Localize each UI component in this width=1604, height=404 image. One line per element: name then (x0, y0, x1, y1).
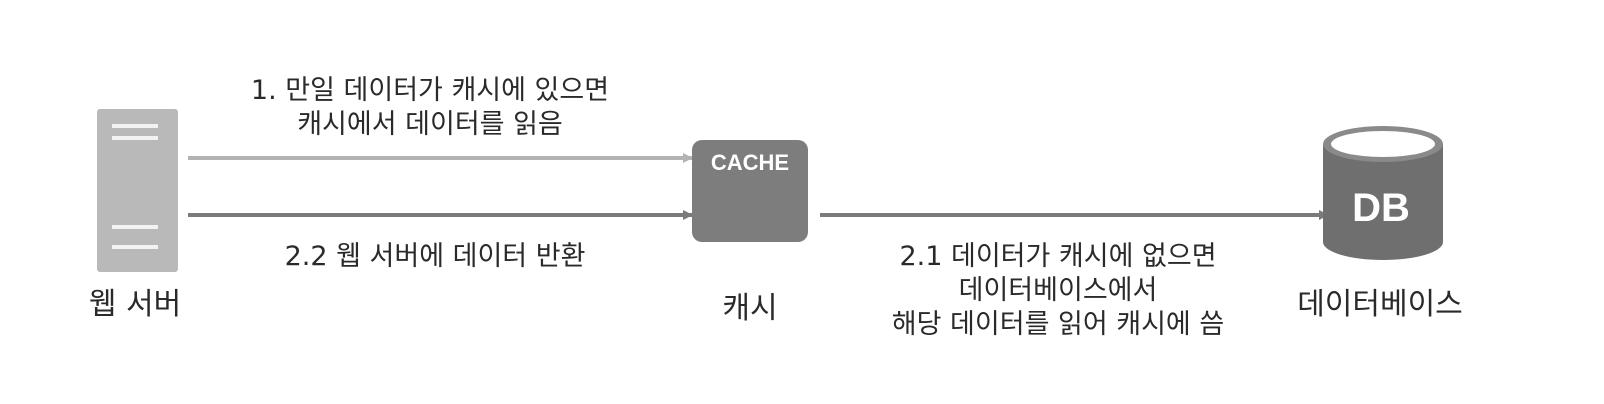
cache-box-text: CACHE (711, 150, 789, 175)
database-cylinder-icon: DB (1323, 126, 1443, 260)
db-to-cache-label-line: 데이터베이스에서 (958, 275, 1158, 306)
db-to-cache-label-line: 해당 데이터를 읽어 캐시에 씀 (891, 309, 1225, 340)
cache-label: 캐시 (722, 291, 778, 326)
db-to-cache-label: 2.1 데이터가 캐시에 없으면 데이터베이스에서 해당 데이터를 읽어 캐시에… (868, 240, 1248, 342)
web-server-label: 웹 서버 (88, 287, 182, 322)
return-to-server-label: 2.2 웹 서버에 데이터 반환 (250, 240, 620, 274)
cache-hit-label-line: 캐시에서 데이터를 읽음 (297, 109, 563, 140)
database-text: DB (1352, 186, 1410, 230)
database-label: 데이터베이스 (1297, 287, 1463, 322)
web-server-icon (97, 109, 178, 272)
db-to-cache-label-line: 2.1 데이터가 캐시에 없으면 (899, 241, 1217, 272)
return-to-server-label-line: 2.2 웹 서버에 데이터 반환 (284, 241, 586, 272)
cache-hit-label: 1. 만일 데이터가 캐시에 있으면 캐시에서 데이터를 읽음 (230, 74, 630, 142)
cache-hit-label-line: 1. 만일 데이터가 캐시에 있으면 (250, 75, 610, 106)
cache-box: CACHE (692, 140, 808, 242)
